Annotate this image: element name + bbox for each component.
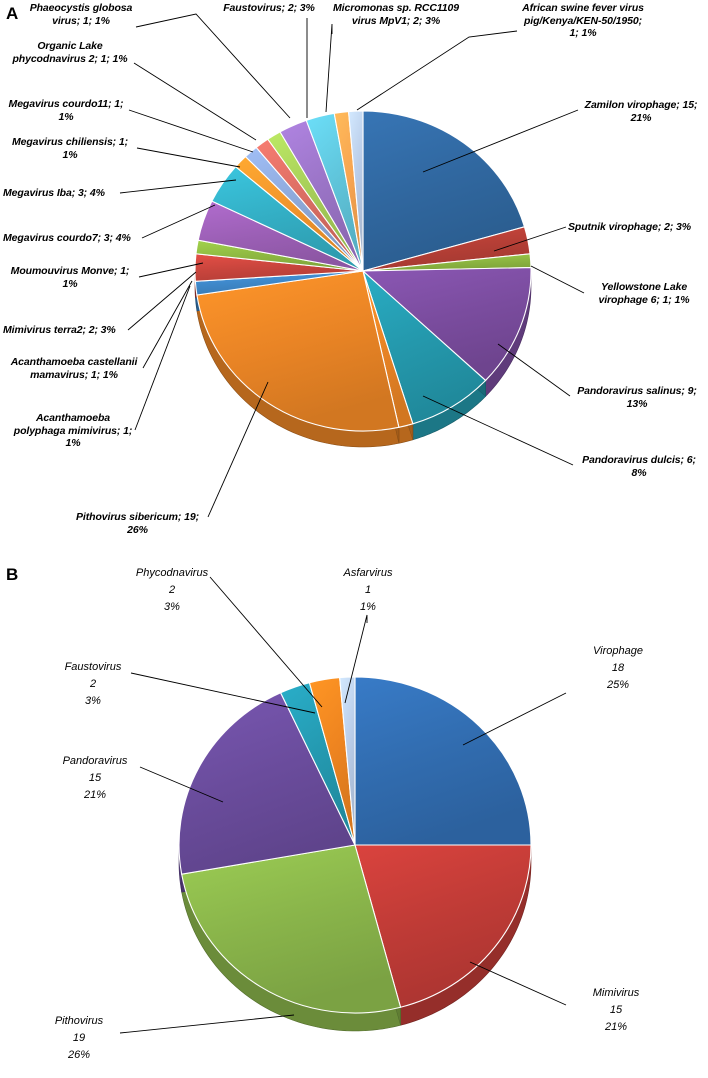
pie-slice [196,270,400,432]
pie-slice [354,676,532,846]
label-pandoravirus-salinus: Pandoravirus salinus; 9; 13% [577,385,697,410]
label-asfarvirus-b: Asfarvirus 1 1% [343,567,393,613]
label-acanthamoeba-castellanii-mamavirus: Acanthamoeba castellanii mamavirus; 1; 1… [10,356,138,381]
label-pandoravirus-dulcis: Pandoravirus dulcis; 6; 8% [582,454,696,479]
label-pithovirus-sibericum: Pithovirus sibericum; 19; 26% [76,511,199,536]
pie-slice [181,844,402,1014]
leader-lines-b [119,576,567,1034]
label-megavirus-courdo7: Megavirus courdo7; 3; 4% [3,232,131,244]
pie-slice [354,844,532,1008]
pie-chart-b [178,676,532,1032]
label-mimivirus-terra2: Mimivirus terra2; 2; 3% [3,324,116,336]
label-sputnik-virophage: Sputnik virophage; 2; 3% [568,221,692,233]
panel-a: A [3,2,698,536]
pie-slice [361,266,532,382]
label-faustovirus-a: Faustovirus; 2; 3% [223,2,315,14]
label-organic-lake-phycodnavirus-2: Organic Lake phycodnavirus 2; 1; 1% [12,40,128,65]
label-moumouvirus-monve: Moumouvirus Monve; 1; 1% [10,265,130,290]
panel-a-letter: A [6,4,19,23]
pie-slice [339,676,356,846]
label-zamilon-virophage: Zamilon virophage; 15; 21% [584,99,698,124]
pie-slice [362,110,526,272]
pie-slice [347,110,364,272]
label-phycodnavirus-b: Phycodnavirus 2 3% [135,567,209,613]
label-pithovirus-b: Pithovirus 19 26% [54,1015,104,1061]
leader-lines-a [119,13,585,518]
label-virophage-b: Virophage 18 25% [593,645,643,691]
label-african-swine-fever-virus: African swine fever virus pig/Kenya/KEN-… [522,2,644,39]
label-acanthamoeba-polyphaga-mimivirus: Acanthamoeba polyphaga mimivirus; 1; 1% [13,412,133,449]
label-faustovirus-b: Faustovirus 2 3% [64,661,122,707]
pie-chart-a [194,110,532,448]
panel-b: B Phycodnavirus 2 3% [0,555,708,1078]
label-megavirus-chiliensis: Megavirus chiliensis; 1; 1% [11,136,129,161]
label-micromonas-mpv1: Micromonas sp. RCC1109 virus MpV1; 2; 3% [333,2,459,27]
label-mimivirus-b: Mimivirus 15 21% [592,987,640,1033]
panel-b-letter: B [6,565,19,584]
pie-slice [178,692,356,875]
label-pandoravirus-b: Pandoravirus 15 21% [62,755,128,801]
label-yellowstone-lake-virophage-6: Yellowstone Lake virophage 6; 1; 1% [598,281,690,306]
label-megavirus-iba: Megavirus Iba; 3; 4% [3,187,105,199]
label-phaeocystis-globosa-virus: Phaeocystis globosa virus; 1; 1% [29,2,133,27]
pie-slice [361,269,487,425]
label-megavirus-courdo11: Megavirus courdo11; 1; 1% [8,98,124,123]
